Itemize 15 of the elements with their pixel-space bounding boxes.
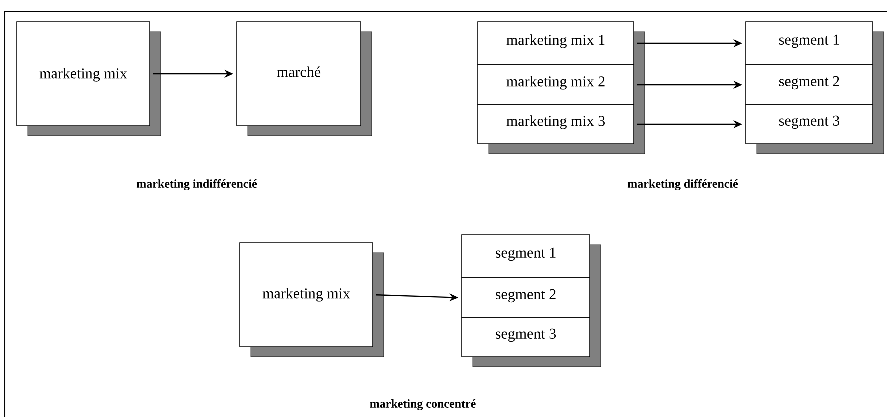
text-box: segment 1: [462, 234, 590, 278]
text-box: segment 3: [462, 318, 590, 358]
text-box: marché: [236, 22, 362, 126]
text-box: segment 2: [462, 278, 590, 318]
caption: marketing différencié: [628, 179, 738, 191]
text-box: marketing mix: [240, 242, 374, 348]
text-box: marketing mix: [16, 22, 150, 126]
text-box: marketing mix 2: [478, 64, 634, 106]
caption: marketing concentré: [370, 400, 476, 410]
text-box: segment 3: [746, 104, 874, 144]
text-box: segment 1: [746, 22, 874, 66]
caption: marketing indifférencié: [136, 179, 258, 191]
text-box: marketing mix 3: [478, 104, 634, 144]
text-box: segment 2: [746, 64, 874, 106]
text-box: marketing mix 1: [478, 22, 634, 66]
